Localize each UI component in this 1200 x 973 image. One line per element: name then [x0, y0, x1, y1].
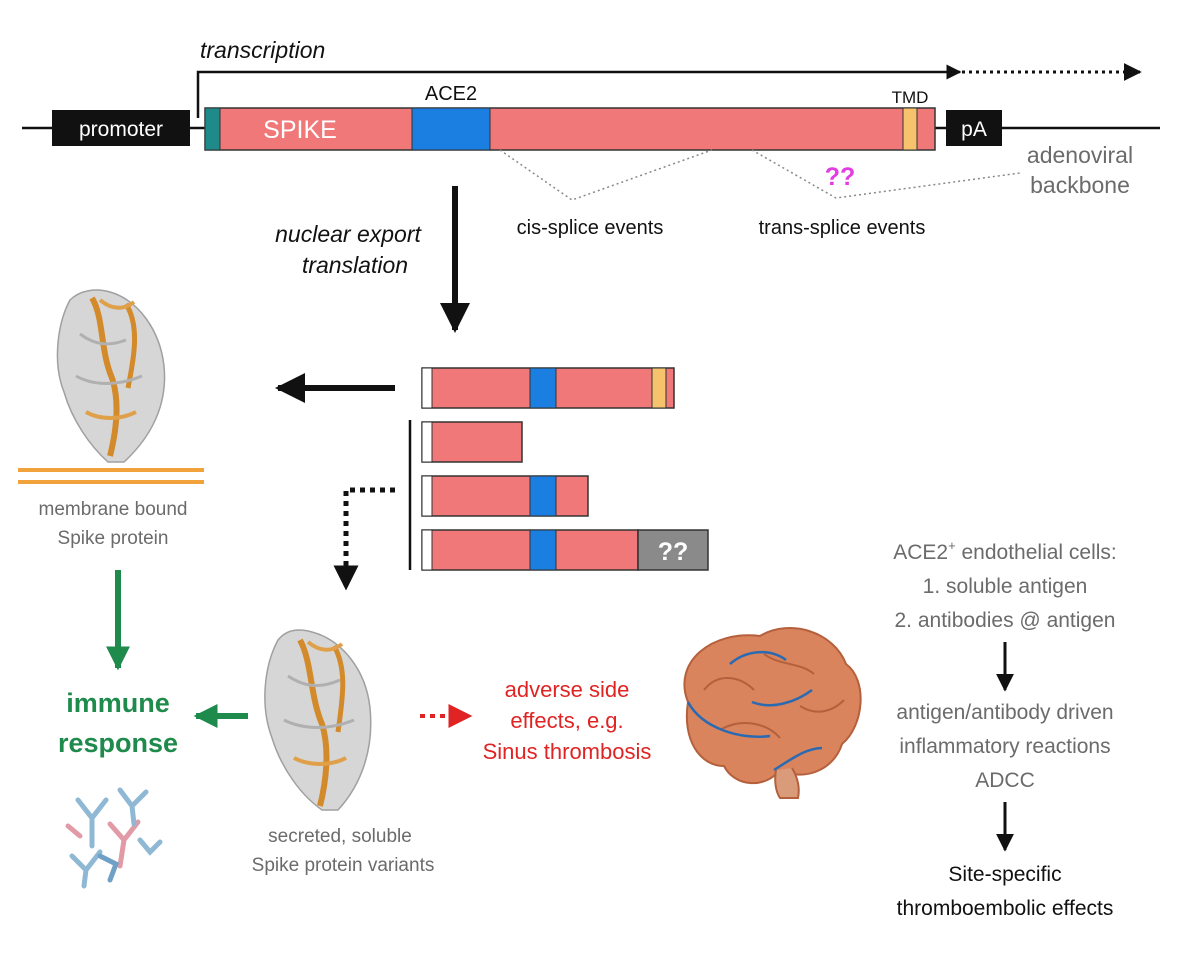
- translation-label: translation: [302, 252, 408, 278]
- trans-splice-lines: [751, 149, 1021, 199]
- trans-splice-unknown: ??: [825, 163, 856, 191]
- tmd-label: TMD: [892, 88, 929, 107]
- result-label-1: Site-specific: [948, 863, 1061, 886]
- backbone-label-2: backbone: [1030, 172, 1130, 198]
- endothelial-title: ACE2+ endothelial cells:: [893, 538, 1117, 564]
- immune-label-1: immune: [66, 688, 170, 718]
- ace2-label: ACE2: [425, 83, 477, 105]
- membrane-label-2: Spike protein: [58, 528, 169, 549]
- spike-gene: [204, 107, 936, 151]
- immune-label-2: response: [58, 728, 178, 758]
- trans-splice-label: trans-splice events: [759, 217, 926, 239]
- promoter-box: [52, 110, 190, 146]
- reaction-label-3: ADCC: [975, 769, 1035, 792]
- ace2-segment: [411, 107, 491, 151]
- result-label-2: thromboembolic effects: [897, 897, 1114, 920]
- reaction-label-1: antigen/antibody driven: [896, 701, 1113, 724]
- transcription-arrow: [196, 63, 1142, 118]
- spike-trimer-soluble-icon: [264, 629, 372, 811]
- spike-trimer-membrane-icon: [56, 289, 166, 463]
- transcription-label: transcription: [200, 37, 325, 63]
- nuclear-export-label: nuclear export: [275, 221, 422, 247]
- promoter-label: promoter: [79, 118, 163, 141]
- cis-splice-label: cis-splice events: [517, 217, 664, 239]
- protein-variant-short: [421, 421, 523, 463]
- tmd-segment: [902, 107, 918, 151]
- pa-box: [946, 110, 1002, 146]
- cell-membrane: [18, 468, 204, 484]
- protein-variant-full: [421, 367, 675, 409]
- secretion-arrow: [333, 487, 395, 591]
- antibodies-icon: [65, 787, 163, 889]
- reaction-label-2: inflammatory reactions: [899, 735, 1110, 758]
- endothelial-item-1: 1. soluble antigen: [923, 575, 1088, 598]
- pa-label: pA: [961, 118, 987, 141]
- protein-variant-medium: [421, 475, 589, 517]
- signal-peptide-segment: [204, 107, 221, 151]
- adverse-label-3: Sinus thrombosis: [483, 739, 652, 764]
- spike-label: SPIKE: [263, 116, 337, 144]
- fusion-unknown-label: ??: [658, 538, 689, 566]
- adverse-label-2: effects, e.g.: [510, 708, 623, 733]
- endothelial-item-2: 2. antibodies @ antigen: [895, 609, 1116, 632]
- cis-splice-lines: [499, 149, 713, 201]
- brain-icon: [683, 627, 862, 799]
- membrane-label-1: membrane bound: [39, 499, 188, 520]
- secreted-label-1: secreted, soluble: [268, 826, 412, 847]
- adverse-label-1: adverse side: [505, 677, 630, 702]
- protein-variant-fusion: [421, 529, 709, 571]
- secreted-label-2: Spike protein variants: [252, 855, 435, 876]
- backbone-label-1: adenoviral: [1027, 142, 1133, 168]
